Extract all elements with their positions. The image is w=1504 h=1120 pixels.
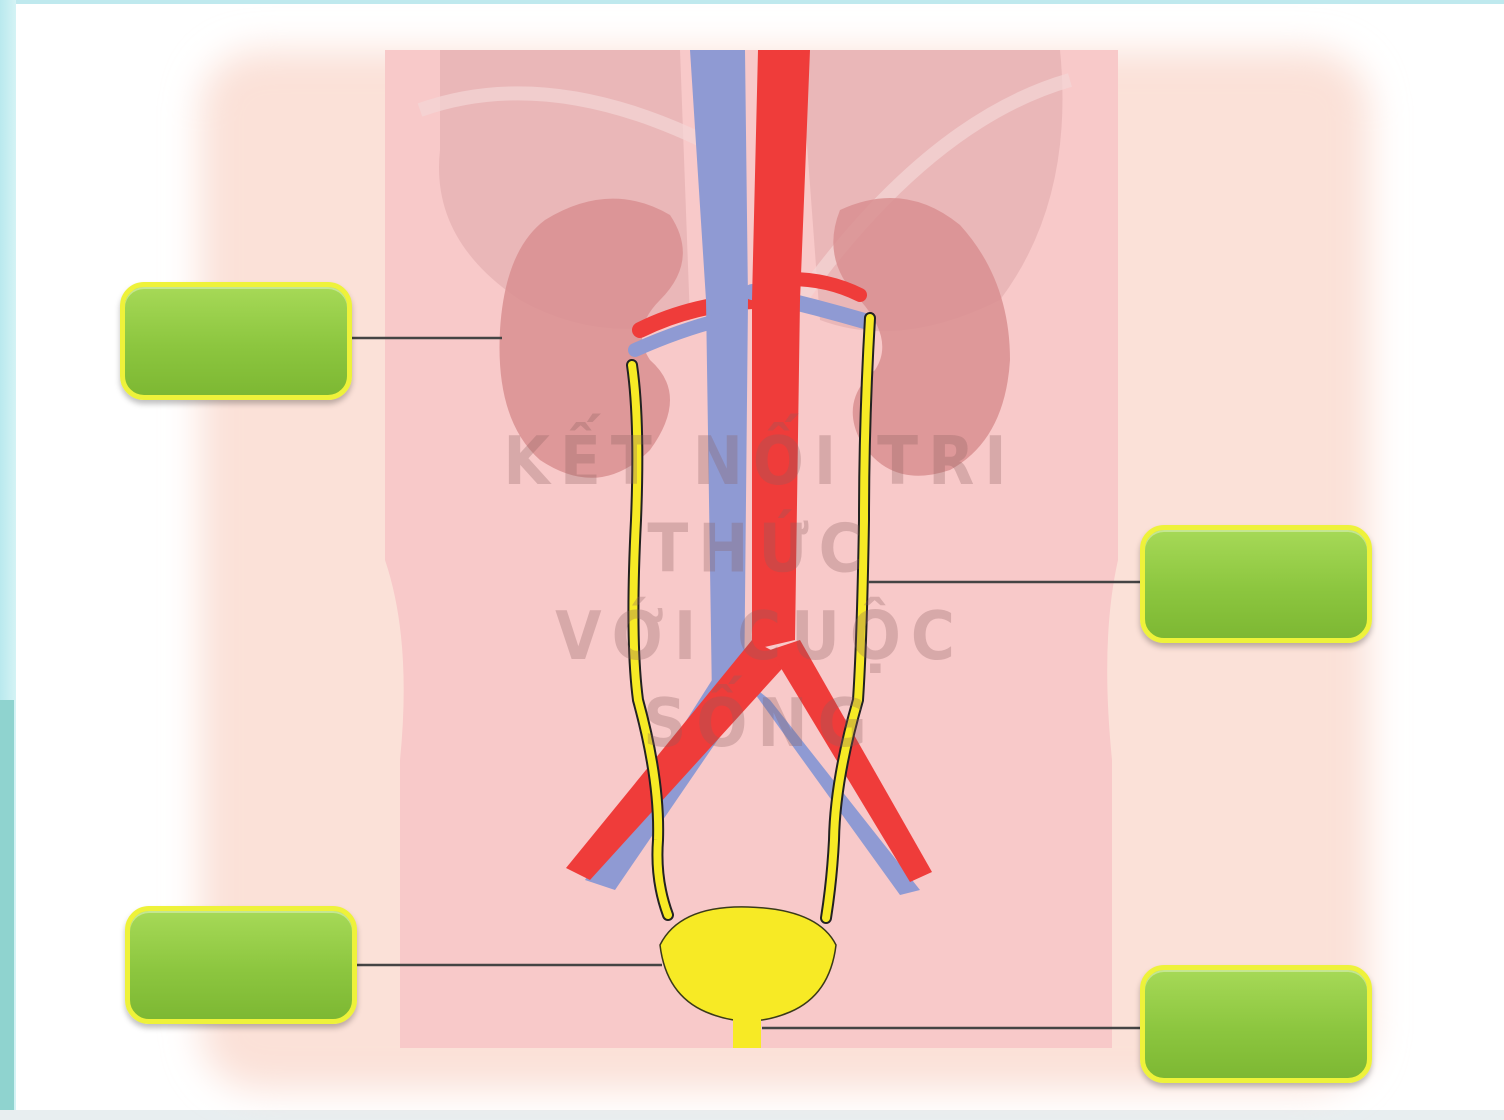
watermark-line-2: VỚI CUỘC SỐNG [440,593,1080,768]
label-box-ureter[interactable] [1140,525,1372,643]
urethra [733,1010,761,1048]
watermark-text: KẾT NỐI TRI THỨC VỚI CUỘC SỐNG [440,418,1080,767]
label-box-bladder[interactable] [125,906,357,1024]
label-box-kidney[interactable] [120,282,352,400]
label-box-urethra[interactable] [1140,965,1372,1083]
watermark-line-1: KẾT NỐI TRI THỨC [440,418,1080,593]
